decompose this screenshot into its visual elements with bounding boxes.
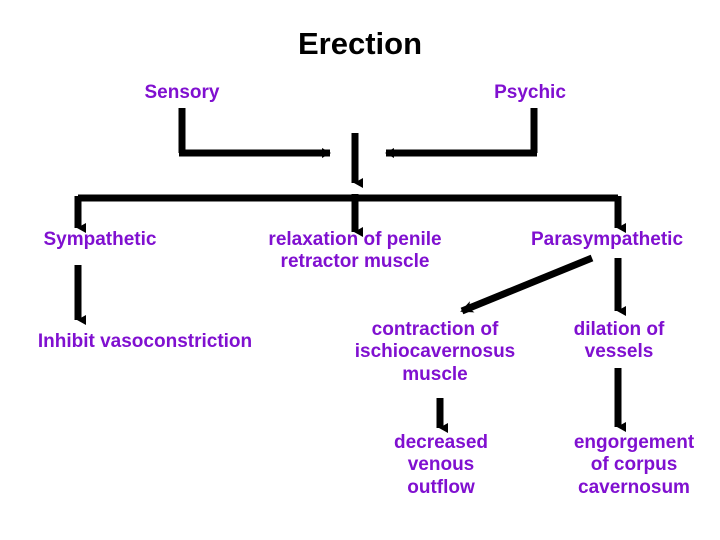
edge-psychic-to-junction xyxy=(385,108,538,158)
node-inhibit-vasoconstriction: Inhibit vasoconstriction xyxy=(37,331,253,352)
node-parasympathetic: Parasympathetic xyxy=(530,229,684,250)
edge-sensory-to-junction xyxy=(178,108,331,158)
node-sympathetic: Sympathetic xyxy=(43,229,157,250)
node-engorgement-of-corpus-cavernosum: engorgement of corpus cavernosum xyxy=(573,432,695,498)
node-psychic: Psychic xyxy=(494,82,566,103)
node-decreased-venous-outflow: decreased venous outflow xyxy=(393,432,488,498)
node-contraction-of-ischiocavernosus-muscle: contraction of ischiocavernosus muscle xyxy=(354,319,516,385)
node-sensory: Sensory xyxy=(144,82,220,103)
node-relaxation-of-penile-retractor-muscle: relaxation of penile retractor muscle xyxy=(268,229,442,273)
node-dilation-of-vessels: dilation of vessels xyxy=(573,319,665,363)
edge-parasympathetic-to-contraction xyxy=(460,254,594,315)
page-title: Erection xyxy=(297,26,423,61)
distribution-bus xyxy=(78,194,618,202)
